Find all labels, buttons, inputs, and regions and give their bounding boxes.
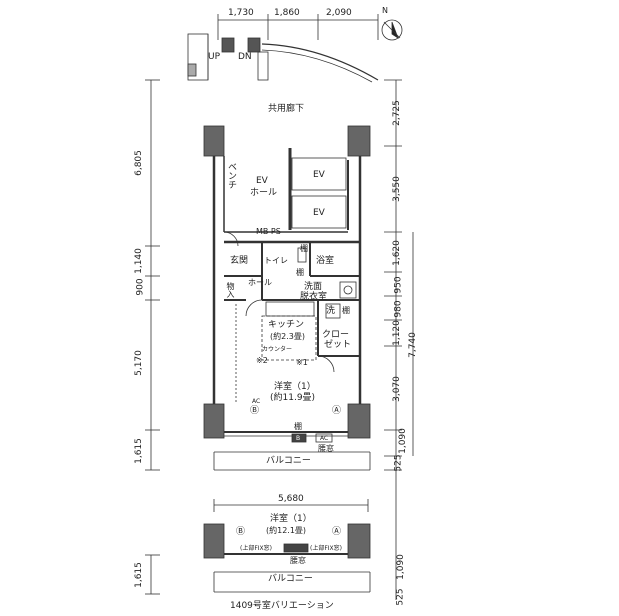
dim-top-2: 1,860 (274, 8, 300, 18)
dim-right-2: 3,550 (391, 176, 402, 202)
dim-top-1: 1,730 (228, 8, 254, 18)
ev-hall-label-2: ホール (250, 188, 278, 198)
compass-label: N (382, 6, 388, 15)
mark-a: Ⓐ (332, 406, 342, 416)
note2-label: ※2 (256, 356, 268, 365)
dim-right-6: 1,120 (391, 320, 402, 346)
var-fix-left: (上部FIX窓) (240, 545, 273, 552)
toilet-label: トイレ (264, 256, 288, 265)
var-dim-left: 1,615 (133, 562, 144, 588)
closet-label-2: ゼット (324, 340, 352, 350)
ev-label-1: EV (313, 170, 325, 180)
dim-right-9: 525 (393, 454, 404, 472)
dim-right-8: 1,090 (397, 428, 408, 454)
dim-right-1: 2,725 (391, 100, 402, 126)
dn-label: DN (238, 52, 252, 62)
shelf-label-1: 棚 (300, 244, 308, 253)
window-label: 腰窓 (318, 444, 334, 453)
storage-label: 物入 (226, 282, 235, 298)
western-label-1: 洋室（1） (274, 382, 316, 392)
mbps-label: MB PS (256, 227, 281, 236)
dim-right-total: 7,740 (407, 332, 418, 358)
var-fix-right: (上部FIX窓) (310, 545, 343, 552)
shelf-label-4: 棚 (294, 422, 302, 431)
var-window-label: 腰窓 (290, 556, 306, 565)
kitchen-label-2: (約2.3畳) (270, 332, 305, 341)
entrance-label: 玄関 (230, 256, 249, 266)
var-dim-right-2: 525 (395, 588, 406, 606)
dim-top-3: 2,090 (326, 8, 352, 18)
var-balcony-label: バルコニー (268, 574, 313, 584)
var-mark-a: Ⓐ (332, 527, 342, 537)
ev-label-2: EV (313, 208, 325, 218)
corridor-label: 共用廊下 (268, 104, 305, 114)
ev-hall-label-1: EV (256, 176, 268, 186)
dim-left-2: 1,140 (133, 248, 144, 274)
dim-left-5: 1,615 (133, 438, 144, 464)
kitchen-label-1: キッチン (268, 320, 305, 330)
dim-right-4: 950 (393, 276, 404, 294)
var-western-label-1: 洋室（1） (270, 514, 312, 524)
wash-label: 洗 (326, 306, 336, 316)
var-dim-right-1: 1,090 (395, 554, 406, 580)
dim-right-7: 3,070 (391, 376, 402, 402)
closet-label-1: クロー (322, 330, 350, 340)
ac-label-2: AC (320, 435, 329, 442)
washroom-label-2: 脱衣室 (300, 292, 328, 302)
western-label-2: (約11.9畳) (270, 393, 316, 403)
mark-b: Ⓑ (250, 406, 260, 416)
dim-left-4: 5,170 (133, 350, 144, 376)
ac-label-1: AC (252, 398, 261, 405)
dim-right-3: 1,620 (391, 240, 402, 266)
counter-label: カウンター (262, 346, 293, 353)
dim-left-3: 900 (135, 278, 146, 296)
shelf-label-3: 棚 (342, 306, 350, 315)
bath-label: 浴室 (316, 256, 335, 266)
caption: 1409号室バリエーション (230, 601, 334, 611)
dim-right-5: 980 (393, 300, 404, 318)
balcony-label: バルコニー (266, 456, 311, 466)
washroom-label-1: 洗面 (304, 282, 323, 292)
dim-left-1: 6,805 (133, 150, 144, 176)
note1-label: ※1 (296, 358, 308, 367)
b-box-label: B (296, 435, 301, 442)
up-label: UP (208, 52, 221, 62)
bench-label: ベンチ (226, 162, 236, 189)
var-mark-b: Ⓑ (236, 527, 246, 537)
dim-width: 5,680 (278, 494, 304, 504)
hall-label: ホール (248, 278, 272, 287)
shelf-label-2: 棚 (296, 268, 304, 277)
var-western-label-2: (約12.1畳) (266, 526, 307, 535)
